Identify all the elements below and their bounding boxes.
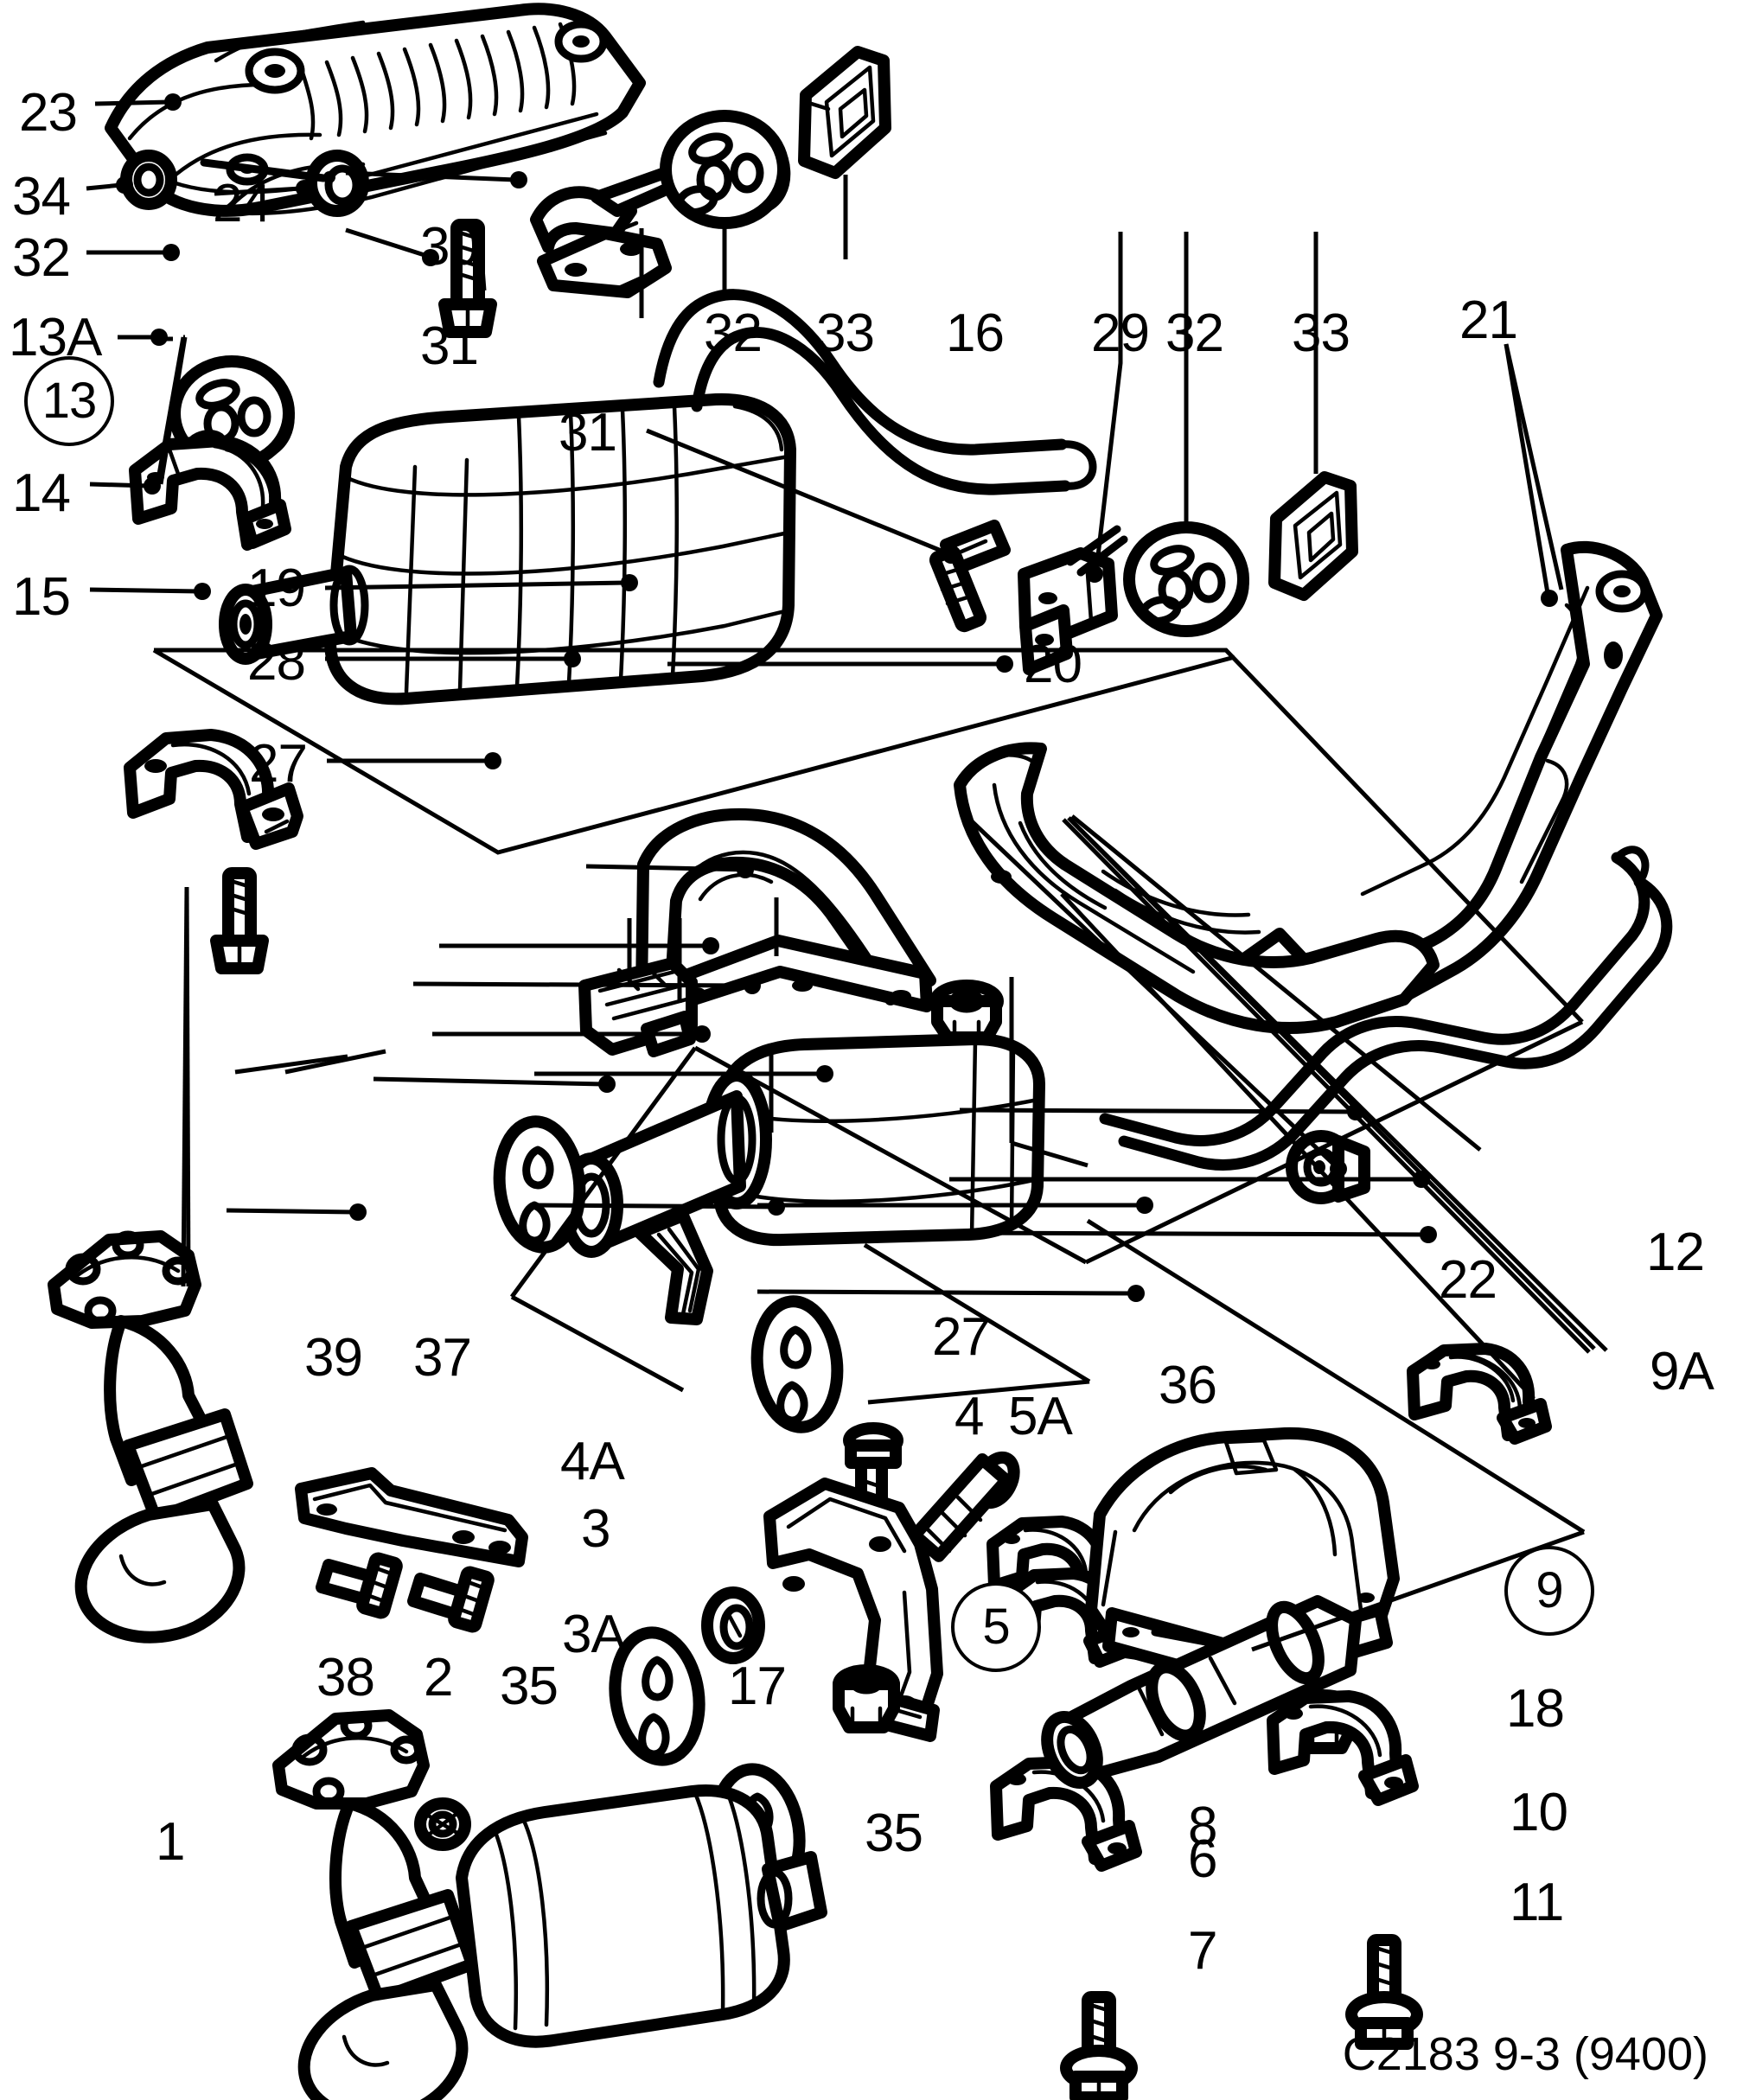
callout-29[interactable]: 29: [1091, 303, 1150, 363]
callout-35-left[interactable]: 35: [500, 1656, 559, 1716]
part-14-hanger-strap: [124, 729, 303, 850]
part-24-leader-to-shield: [200, 158, 328, 182]
part-1-front-pipe-catalyst: [272, 1709, 827, 2100]
callout-16[interactable]: 16: [946, 303, 1005, 363]
callout-20[interactable]: 20: [1024, 635, 1082, 694]
callout-31-upper[interactable]: 31: [420, 316, 479, 376]
callout-7[interactable]: 7: [1188, 1921, 1217, 1981]
drawing-caption: C2183 9-3 (9400): [1342, 2028, 1708, 2080]
callout-9A[interactable]: 9A: [1650, 1342, 1714, 1401]
center-muffler-body: [559, 1033, 1045, 1325]
part-10-pipe-clamp: [1267, 1690, 1419, 1806]
callout-15[interactable]: 15: [12, 567, 71, 627]
callout-37[interactable]: 37: [413, 1328, 472, 1388]
callout-24[interactable]: 24: [213, 174, 271, 233]
callout-3[interactable]: 3: [581, 1499, 610, 1559]
callout-28[interactable]: 28: [247, 632, 306, 692]
callout-3A[interactable]: 3A: [562, 1605, 627, 1664]
part-9A-pipe-clamp: [1407, 1343, 1552, 1445]
callout-31-lower[interactable]: 31: [559, 403, 617, 463]
callout-12[interactable]: 12: [1646, 1222, 1705, 1282]
part-3A-washer: [701, 1586, 765, 1664]
callout-5[interactable]: 5: [951, 1582, 1041, 1672]
callout-6[interactable]: 6: [1188, 1829, 1217, 1889]
callout-38[interactable]: 38: [316, 1648, 375, 1707]
part-29-hanger-pin-bracket: [1018, 525, 1128, 675]
callout-2[interactable]: 2: [424, 1648, 453, 1707]
callout-4A[interactable]: 4A: [560, 1432, 625, 1491]
part-4-bolt: [909, 1451, 1020, 1562]
part-8-intermediate-pipe: [1041, 1595, 1362, 1790]
part-12-intermediate-pipe: [1099, 846, 1673, 1171]
callout-11[interactable]: 11: [1510, 1873, 1564, 1932]
part-31-bolt-lower: [929, 520, 1011, 633]
callout-33-top[interactable]: 33: [816, 303, 875, 363]
part-24-grommet: [305, 150, 369, 217]
part-37-support-bracket: [295, 1467, 528, 1567]
callout-leader-lines: [86, 93, 1608, 1401]
callout-13A[interactable]: 13A: [9, 308, 102, 367]
part-33-hanger-clip-right: [1268, 471, 1358, 601]
callout-23[interactable]: 23: [19, 83, 78, 143]
part-16-tail-pipe: [653, 289, 1097, 495]
part-2-nut: [414, 1797, 471, 1851]
part-23-rear-heat-shield: [105, 3, 646, 217]
part-20-nut: [929, 980, 1004, 1044]
part-35-gasket-left: [609, 1626, 706, 1766]
callout-13[interactable]: 13: [24, 356, 114, 446]
callout-27-lower[interactable]: 27: [932, 1307, 991, 1367]
callout-36[interactable]: 36: [1159, 1356, 1217, 1415]
callout-33-right[interactable]: 33: [1292, 303, 1350, 363]
part-32-rubber-hanger-top: [660, 110, 791, 229]
part-28-insulator-block: [578, 957, 698, 1057]
callout-22[interactable]: 22: [1439, 1250, 1497, 1310]
part-21-lower-shield-panel: [954, 742, 1440, 1034]
callout-5A[interactable]: 5A: [1008, 1387, 1073, 1446]
part-15-bolt: [210, 867, 269, 974]
callout-39[interactable]: 39: [304, 1328, 363, 1388]
callout-27-upper[interactable]: 27: [249, 734, 308, 794]
part-11-bolt: [1345, 1934, 1423, 2050]
callout-21[interactable]: 21: [1459, 290, 1518, 350]
part-21-front-heat-shield-large: [1232, 540, 1663, 1028]
callout-17[interactable]: 17: [728, 1656, 787, 1716]
part-33-hanger-clip-top: [798, 46, 891, 179]
part-13-rear-muffler-assembly: [219, 393, 796, 705]
callout-8[interactable]: 8: [1188, 1797, 1217, 1856]
callout-9[interactable]: 9: [1504, 1546, 1594, 1636]
part-27-gasket-lower: [750, 1295, 844, 1433]
callout-10[interactable]: 10: [1510, 1783, 1568, 1842]
callout-32-right[interactable]: 32: [1165, 303, 1224, 363]
callout-19[interactable]: 19: [247, 559, 306, 618]
part-32-rubber-hanger-right: [1123, 521, 1249, 637]
callout-4[interactable]: 4: [954, 1387, 984, 1446]
part-13A-muffler-clamp: [129, 435, 291, 551]
part-30-hanger-bracket: [530, 163, 698, 298]
callout-18[interactable]: 18: [1506, 1679, 1565, 1739]
part-38-bolts: [316, 1552, 495, 1633]
part-7-bolt: [1060, 1991, 1138, 2100]
callout-32-left[interactable]: 32: [12, 228, 71, 288]
part-27-gasket-upper: [493, 1115, 586, 1254]
callout-32-top[interactable]: 32: [704, 303, 763, 363]
callout-35-right[interactable]: 35: [865, 1803, 923, 1863]
callout-14[interactable]: 14: [12, 463, 71, 523]
part-34-washer: [120, 150, 177, 210]
callout-30[interactable]: 30: [420, 217, 479, 277]
callout-1[interactable]: 1: [156, 1812, 185, 1872]
part-39-front-pipe-catalyst: [48, 1230, 253, 1644]
callout-34[interactable]: 34: [12, 167, 71, 227]
part-31-bolt-upper: [438, 219, 497, 338]
part-17-nut: [833, 1664, 900, 1733]
